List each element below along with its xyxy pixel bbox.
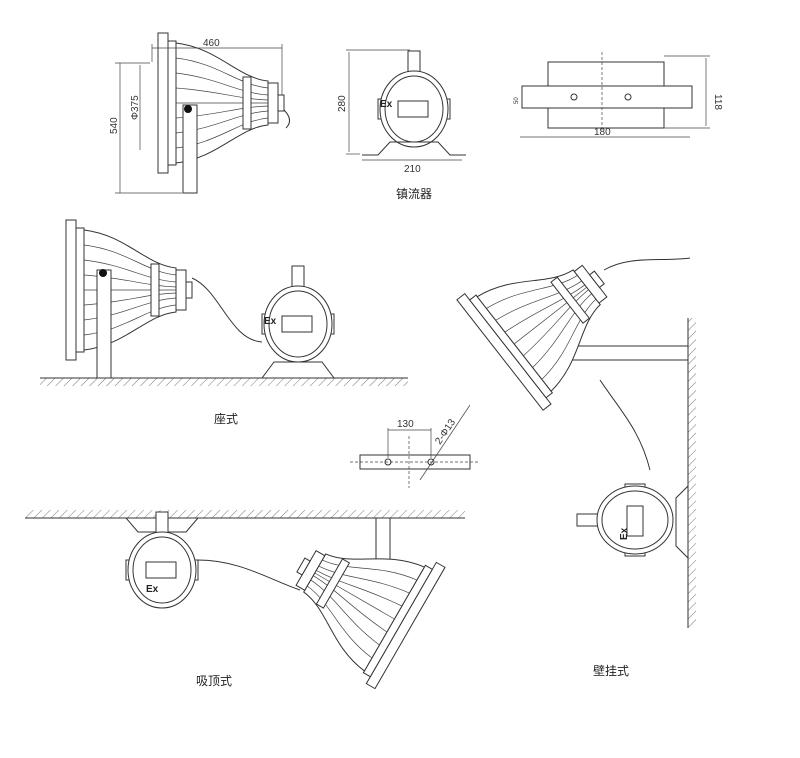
dim-bracket-holes: 2-Φ13	[433, 417, 458, 447]
dim-ballast-slot: 50	[514, 97, 520, 104]
lamp-side-view	[115, 32, 290, 194]
dim-ballast-width: 210	[404, 164, 421, 175]
dim-ballast-side-width: 180	[594, 127, 611, 138]
ballast-front-view	[346, 49, 466, 161]
dim-lamp-width: 460	[203, 38, 220, 49]
floor-mount-view	[40, 219, 408, 386]
ex-mark-wall: Ex	[619, 527, 630, 540]
caption-ballast: 镇流器	[396, 187, 432, 201]
ballast-side-view	[520, 52, 710, 138]
wall-mount-view	[456, 221, 696, 628]
dim-ballast-height: 280	[337, 95, 348, 112]
caption-wall-mount: 壁挂式	[593, 663, 629, 678]
caption-floor-mount: 座式	[214, 411, 238, 426]
ex-mark-ceiling: Ex	[146, 584, 159, 595]
dim-lamp-height: 540	[109, 117, 120, 134]
caption-ceiling-mount: 吸顶式	[196, 674, 232, 688]
dim-lamp-diameter: Φ375	[130, 95, 141, 120]
dim-bracket-spacing: 130	[397, 419, 414, 430]
ex-mark: Ex	[380, 99, 393, 110]
bracket-detail	[350, 404, 478, 488]
ceiling-mount-view	[25, 503, 465, 690]
dim-ballast-side-height: 118	[712, 94, 723, 110]
ex-mark-floor: Ex	[264, 316, 277, 327]
